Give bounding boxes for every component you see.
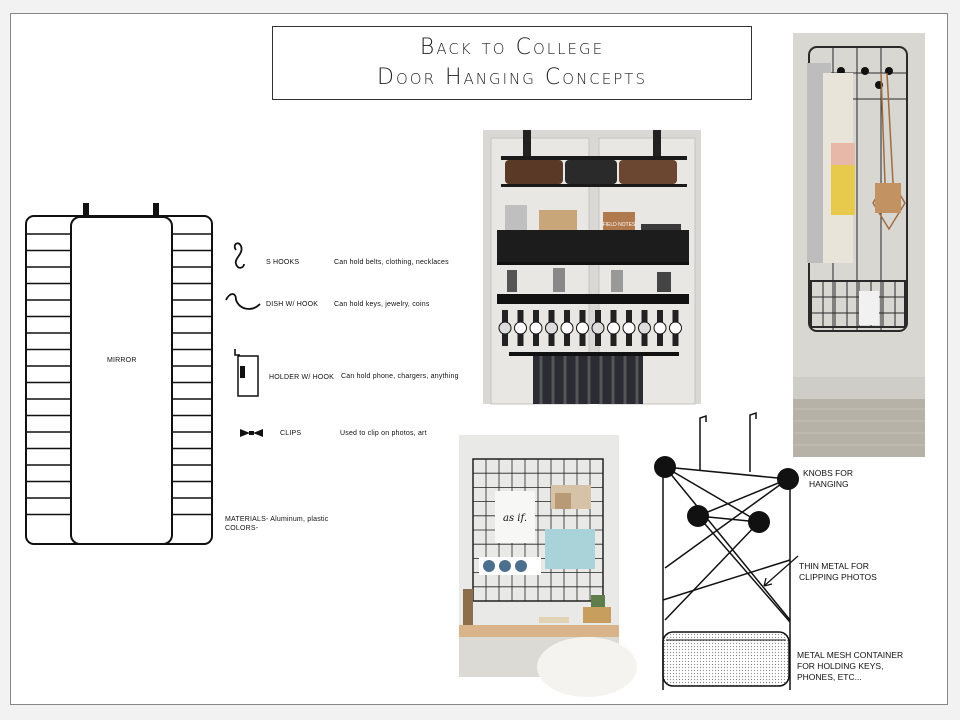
notebook-text: FIELD NOTES: [603, 222, 636, 228]
watch-face: [576, 321, 589, 335]
watch-face: [529, 321, 543, 335]
legend-dish-desc: Can hold keys, jewelry, coins: [334, 301, 430, 308]
note-thin-metal: THIN METAL FOR CLIPPING PHOTOS: [799, 561, 877, 582]
legend-s-hooks-label: S HOOKS: [266, 259, 300, 266]
watch-face: [498, 321, 512, 335]
legend-holder-label: HOLDER W/ HOOK: [269, 374, 335, 381]
watch-row: [498, 310, 682, 346]
photo-door-organizer: FIELD NOTES: [483, 130, 701, 405]
knob-3: [687, 505, 709, 527]
mirror-panel: [70, 216, 173, 545]
watch-face: [669, 321, 682, 335]
photo-wall-grid: as if.: [459, 435, 637, 697]
watch-face: [607, 321, 620, 335]
watch-face: [653, 321, 667, 335]
watch-face: [545, 321, 558, 335]
dish-hook-icon: [225, 293, 261, 310]
card-text: as if.: [503, 513, 527, 524]
door-hook-left: [83, 203, 89, 217]
title-line-2: Door Hanging Concepts: [377, 65, 647, 90]
door-hook-right: [153, 203, 159, 217]
mirror-label: MIRROR: [107, 357, 137, 364]
legend-dish-label: DISH W/ HOOK: [266, 301, 319, 308]
knob-1: [654, 456, 676, 478]
legend-clips-desc: Used to clip on photos, art: [340, 430, 427, 437]
title-box: Back to College Door Hanging Concepts: [272, 26, 752, 100]
title-line-1: Back to College: [419, 35, 605, 60]
colors-text: COLORS-: [225, 525, 259, 532]
legend-clips-label: CLIPS: [280, 430, 302, 437]
holder-hook-icon: [234, 349, 259, 397]
knob-2: [777, 468, 799, 490]
note-mesh-container: METAL MESH CONTAINER FOR HOLDING KEYS, P…: [797, 650, 904, 682]
photo-coat-rack: [793, 33, 925, 457]
watch-face: [622, 321, 636, 335]
materials-text: MATERIALS- Aluminum, plastic: [225, 516, 329, 523]
mesh-container: [662, 631, 790, 687]
pointer-arrow: [763, 555, 799, 587]
watch-face: [514, 321, 527, 335]
legend-holder-desc: Can hold phone, chargers, anything: [341, 373, 459, 380]
note-knobs: KNOBS FOR HANGING: [803, 468, 854, 489]
s-hook-icon: [233, 242, 245, 269]
door-hook-left-sketch: [699, 414, 707, 470]
clip-icon: [240, 429, 263, 437]
mirror-slats: [26, 233, 212, 516]
watch-face: [638, 321, 651, 335]
door-hook-right-sketch: [749, 411, 757, 472]
watch-face: [591, 321, 605, 335]
legend-s-hooks-desc: Can hold belts, clothing, necklaces: [334, 259, 449, 266]
watch-face: [560, 321, 574, 335]
knob-4: [748, 511, 770, 533]
